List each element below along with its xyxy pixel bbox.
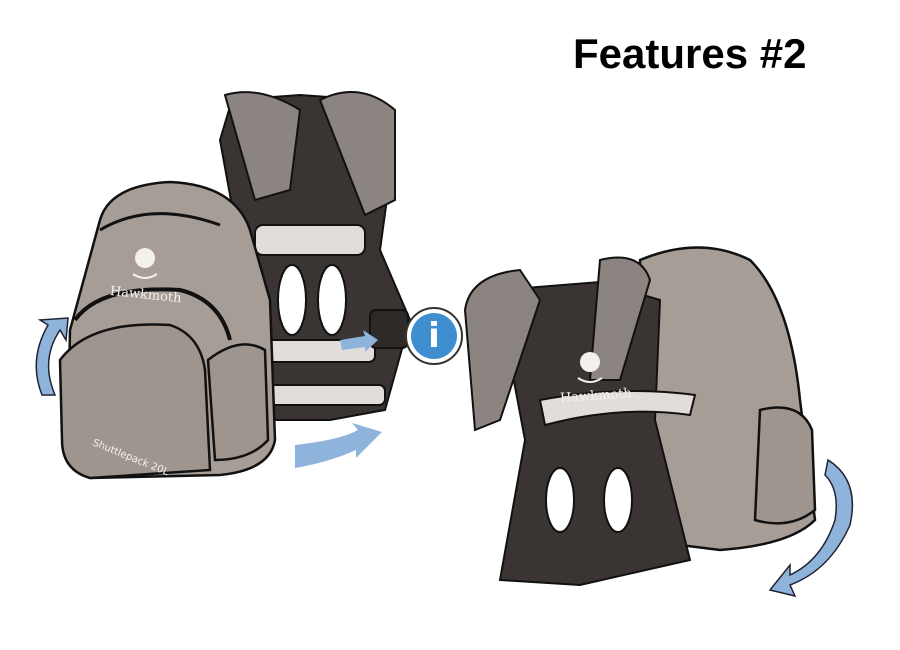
right-backpack	[638, 246, 817, 552]
rotate-arrow-icon	[35, 317, 69, 396]
pointer-arrow-icon	[340, 330, 378, 352]
left-skull-logo-icon	[132, 248, 158, 279]
right-skull-logo-icon	[577, 352, 603, 383]
info-button[interactable]: i	[405, 307, 463, 365]
rotate-arrow-icon	[768, 458, 854, 598]
info-icon: i	[411, 313, 457, 359]
right-brand-label: Hawkmoth	[560, 386, 633, 406]
right-harness	[463, 256, 697, 587]
page-title: Features #2	[573, 30, 807, 77]
rotate-arrow-icon	[295, 423, 382, 468]
left-backpack	[58, 180, 277, 480]
